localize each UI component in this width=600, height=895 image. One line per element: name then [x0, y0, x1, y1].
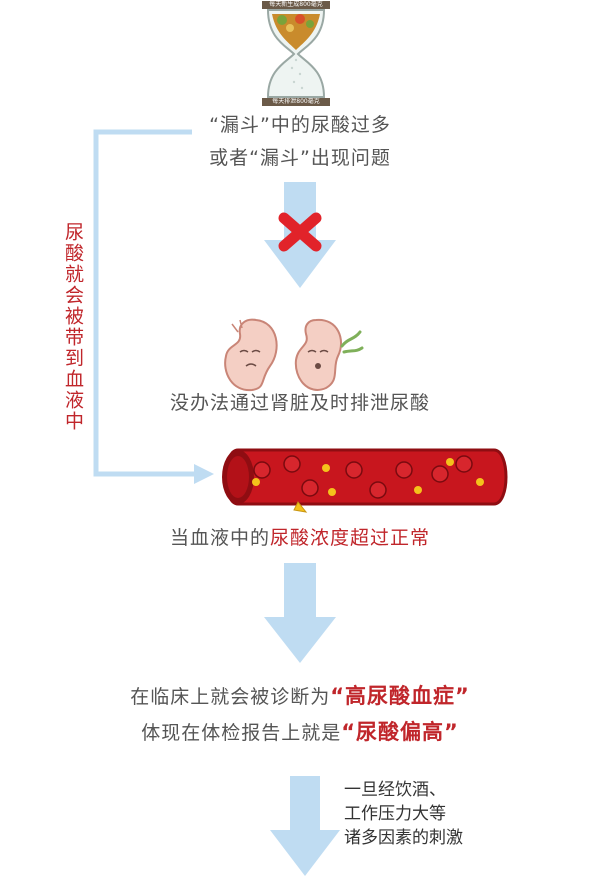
kidney-caption: 没办法通过肾脏及时排泄尿酸	[169, 392, 430, 414]
trigger-line-3: 诸多因素的刺激	[344, 828, 463, 848]
trigger-line-1: 一旦经饮酒、	[344, 780, 446, 800]
side-label: 尿酸就会被带到血液中	[62, 222, 84, 432]
down-arrow-3	[270, 776, 340, 876]
hourglass-illustration	[262, 1, 330, 106]
diagnosis-line1-highlight: “高尿酸血症”	[330, 684, 470, 708]
urate-crystals	[252, 458, 484, 496]
funnel-text-line1: “漏斗”中的尿酸过多	[209, 114, 391, 136]
triggers-text: 一旦经饮酒、 工作压力大等 诸多因素的刺激	[344, 778, 463, 850]
sad-kidney-icon	[224, 318, 278, 392]
side-connector	[93, 129, 214, 484]
hourglass-top-cap	[262, 1, 330, 9]
blocked-x-icon	[278, 212, 322, 252]
blood-text-highlight: 尿酸浓度超过正常	[270, 527, 431, 549]
down-arrow-2	[264, 563, 336, 663]
hourglass-top-label: 每天新生成800毫克	[269, 1, 323, 8]
diagnosis-line2-prefix: 体现在体检报告上就是	[141, 722, 342, 744]
diagnosis-line1-prefix: 在临床上就会被诊断为	[130, 686, 331, 708]
trigger-line-2: 工作压力大等	[344, 804, 446, 824]
hourglass-bottom-cap	[262, 98, 330, 106]
diagnosis-line2-highlight: “尿酸偏高”	[341, 720, 459, 744]
hourglass-bottom-label: 每天排泄800毫克	[272, 98, 320, 105]
sick-kidney-icon	[294, 318, 364, 391]
blood-vessel	[222, 448, 508, 513]
down-arrow-blocked	[264, 182, 336, 288]
red-blood-cells	[253, 455, 473, 499]
funnel-text-line2: 或者“漏斗”出现问题	[209, 147, 391, 169]
blood-text-prefix: 当血液中的	[169, 527, 270, 549]
